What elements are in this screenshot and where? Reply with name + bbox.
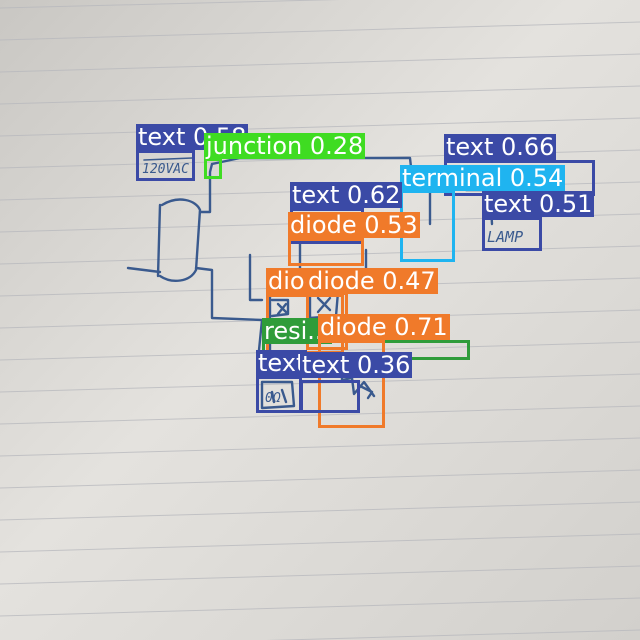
resistor-sketch bbox=[260, 380, 296, 410]
bounding-box bbox=[318, 340, 385, 428]
detection-label: text bbox=[256, 349, 308, 377]
resistor-value-label: 0Ω bbox=[265, 391, 281, 406]
detection-label: junction 0.28 bbox=[204, 132, 366, 160]
handwriting: 120VAC LAMP 0Ω bbox=[142, 162, 523, 406]
lamp-label: LAMP bbox=[487, 228, 523, 246]
detection-label: text 0.66 bbox=[444, 133, 557, 161]
detection-label: diode 0.71 bbox=[318, 313, 450, 341]
detection-label: text 0.62 bbox=[290, 181, 403, 209]
bounding-box bbox=[482, 217, 542, 251]
bounding-box bbox=[288, 238, 364, 266]
diode-sketch-left bbox=[270, 298, 290, 318]
ac-source-shape bbox=[158, 198, 202, 282]
detection-label: diode 0.47 bbox=[306, 267, 438, 295]
bounding-box bbox=[300, 380, 360, 413]
detection-label: text 0.36 bbox=[300, 351, 413, 379]
bounding-box bbox=[204, 158, 222, 179]
bounding-box bbox=[256, 376, 302, 413]
detection-label: text 0.51 bbox=[482, 190, 595, 218]
source-voltage-label: 120VAC bbox=[142, 162, 189, 177]
detection-label: terminal 0.54 bbox=[400, 164, 566, 192]
bounding-box bbox=[136, 150, 195, 181]
detection-label: diode 0.53 bbox=[288, 211, 420, 239]
